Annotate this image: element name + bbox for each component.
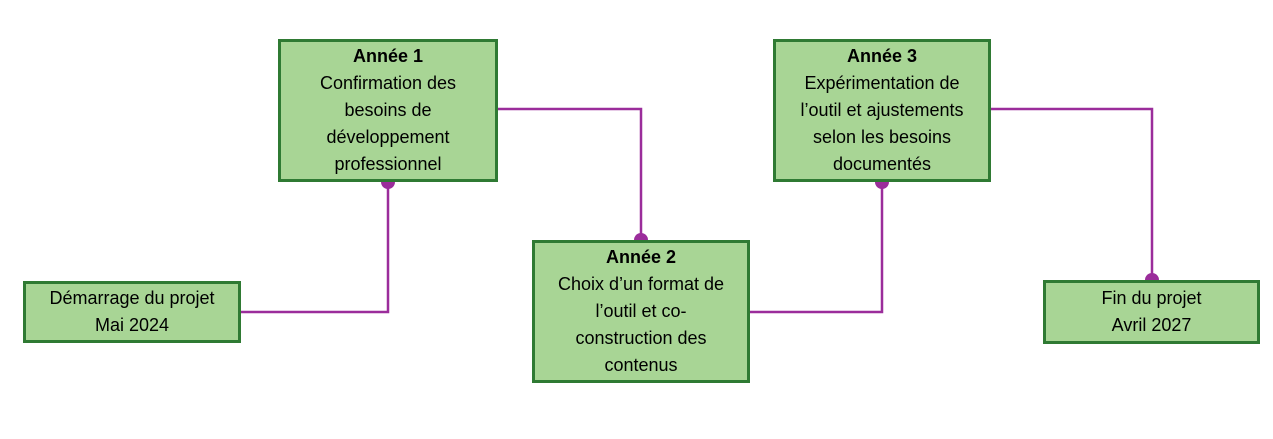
year1-line-2: besoins de [344, 100, 432, 120]
connector-year1-to-year2 [498, 107, 643, 240]
milestone-year-2: Année 2 Choix d’un format de l’outil et … [532, 240, 750, 383]
milestone-year-3: Année 3 Expérimentation de l’outil et aj… [773, 39, 991, 182]
year2-line-4: contenus [604, 355, 678, 375]
end-line-1: Fin du projet [1101, 288, 1202, 308]
milestone-year-1: Année 1 Confirmation des besoins de déve… [278, 39, 498, 182]
year2-line-3: construction des [575, 328, 707, 348]
milestone-start: Démarrage du projet Mai 2024 [23, 281, 241, 343]
year3-line-3: selon les besoins [812, 127, 952, 147]
year3-title: Année 3 [846, 46, 918, 66]
start-line-1: Démarrage du projet [49, 288, 215, 308]
end-line-2: Avril 2027 [1111, 315, 1192, 335]
year2-line-1: Choix d’un format de [557, 274, 725, 294]
start-line-2: Mai 2024 [94, 315, 170, 335]
year1-line-4: professionnel [334, 154, 442, 174]
milestone-end: Fin du projet Avril 2027 [1043, 280, 1260, 344]
year3-line-4: documentés [832, 154, 932, 174]
connector-start-to-year1 [241, 182, 390, 314]
connector-year3-to-end [991, 107, 1154, 280]
year2-title: Année 2 [605, 247, 677, 267]
connector-year2-to-year3 [750, 182, 884, 314]
year3-line-2: l’outil et ajustements [800, 100, 964, 120]
year1-line-1: Confirmation des [319, 73, 457, 93]
year2-line-2: l’outil et co- [595, 301, 687, 321]
year1-line-3: développement [326, 127, 450, 147]
year3-line-1: Expérimentation de [804, 73, 960, 93]
year1-title: Année 1 [352, 46, 424, 66]
